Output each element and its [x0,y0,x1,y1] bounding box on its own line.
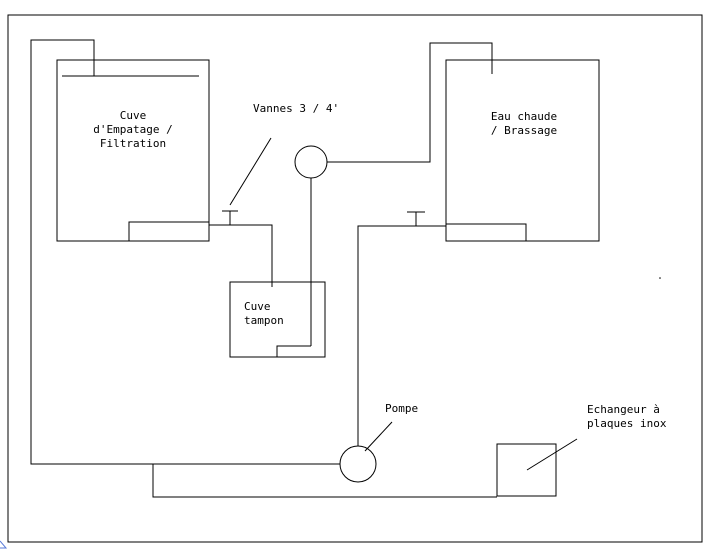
pump-leader-line [364,421,393,452]
mash-tank-label-line-1: Cuve [120,109,147,122]
hot-water-tank [445,59,600,242]
mash-tank-label-line-3: Filtration [100,137,166,150]
buffer-tank-label-line-1: Cuve [244,300,271,313]
hot-water-tank-label-line-1: Eau chaude [491,110,557,123]
plate-exchanger [496,443,557,497]
pipe-circle-to-hot-tank [327,42,493,163]
pipe-mash-to-pump [30,39,340,465]
buffer-tank-label-line-2: tampon [244,314,284,327]
buffer-tank-inlet [276,345,311,357]
circulation-circle [294,145,328,179]
valves-leader-line [229,137,272,206]
pipe-pump-to-exchanger [152,464,497,498]
exchanger-label-line-2: plaques inox [587,417,667,430]
pump-circle [339,445,377,483]
pump-label: Pompe [385,402,418,415]
mash-tank-outlet-box [128,221,210,242]
pipe-pump-to-hot-tank [357,225,446,446]
valves-label: Vannes 3 / 4' [253,102,339,115]
pipe-mash-to-buffer [209,224,273,287]
stray-dot [659,277,661,279]
mash-tank [56,59,210,242]
mash-tank-label-line-2: d'Empatage / [93,123,172,136]
corner-marker [0,540,8,549]
diagram-frame [7,14,703,543]
hot-water-tank-label-line-2: / Brassage [491,124,557,137]
hot-water-tank-outlet-box [445,223,527,242]
exchanger-leader-line [526,438,578,471]
exchanger-label-line-1: Echangeur à [587,403,660,416]
